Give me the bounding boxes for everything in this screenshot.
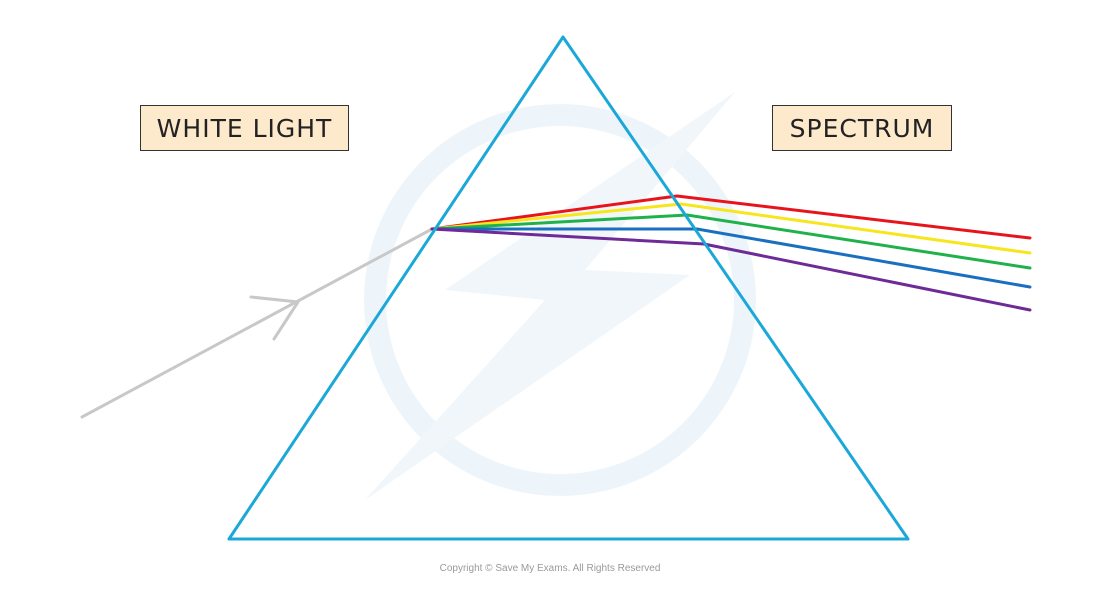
yellow-ray [430, 202, 1032, 255]
watermark-logo [364, 92, 756, 500]
spectrum-label: SPECTRUM [772, 105, 952, 151]
blue-ray [430, 227, 1032, 289]
copyright-notice: Copyright © Save My Exams. All Rights Re… [439, 563, 661, 574]
red-ray [430, 194, 1032, 240]
prism [227, 35, 910, 541]
white-light-label: WHITE LIGHT [140, 105, 349, 151]
incident-ray [80, 227, 434, 419]
